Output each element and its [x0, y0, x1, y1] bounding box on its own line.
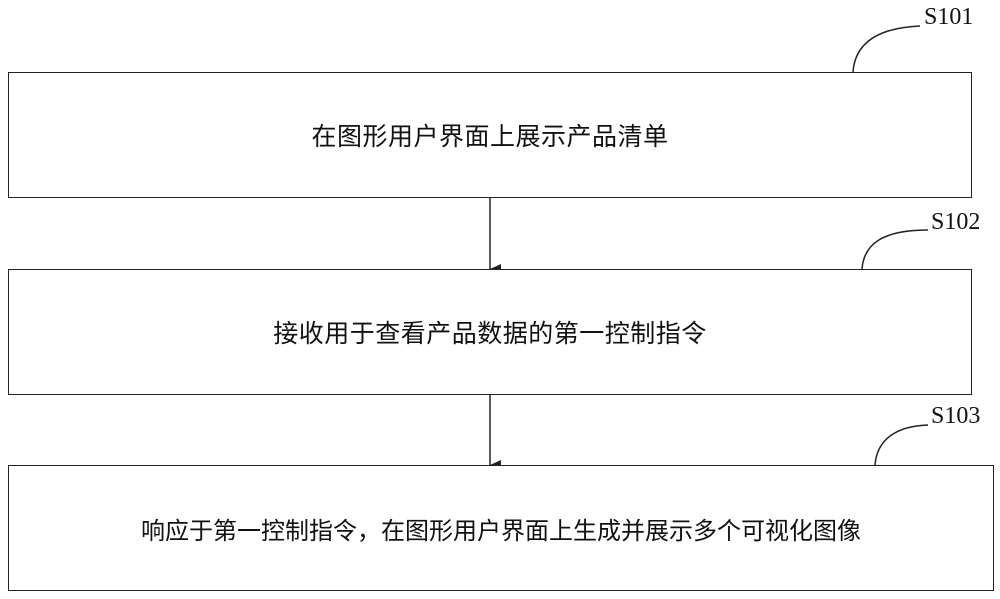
step-label-s101: S101: [924, 4, 974, 30]
label-leader-s101: [852, 25, 921, 73]
step-label-s102: S102: [931, 209, 981, 235]
step-box-s103: 响应于第一控制指令，在图形用户界面上生成并展示多个可视化图像: [8, 465, 994, 591]
step-label-s103: S103: [931, 403, 981, 429]
step-text-s101: 在图形用户界面上展示产品清单: [311, 122, 669, 151]
step-box-s101: 在图形用户界面上展示产品清单: [8, 72, 972, 198]
step-text-s103: 响应于第一控制指令，在图形用户界面上生成并展示多个可视化图像: [141, 516, 861, 545]
step-box-s102: 接收用于查看产品数据的第一控制指令: [8, 269, 972, 395]
step-text-s102: 接收用于查看产品数据的第一控制指令: [273, 319, 707, 348]
label-leader-s103: [874, 424, 929, 466]
label-leader-s102: [861, 229, 929, 270]
